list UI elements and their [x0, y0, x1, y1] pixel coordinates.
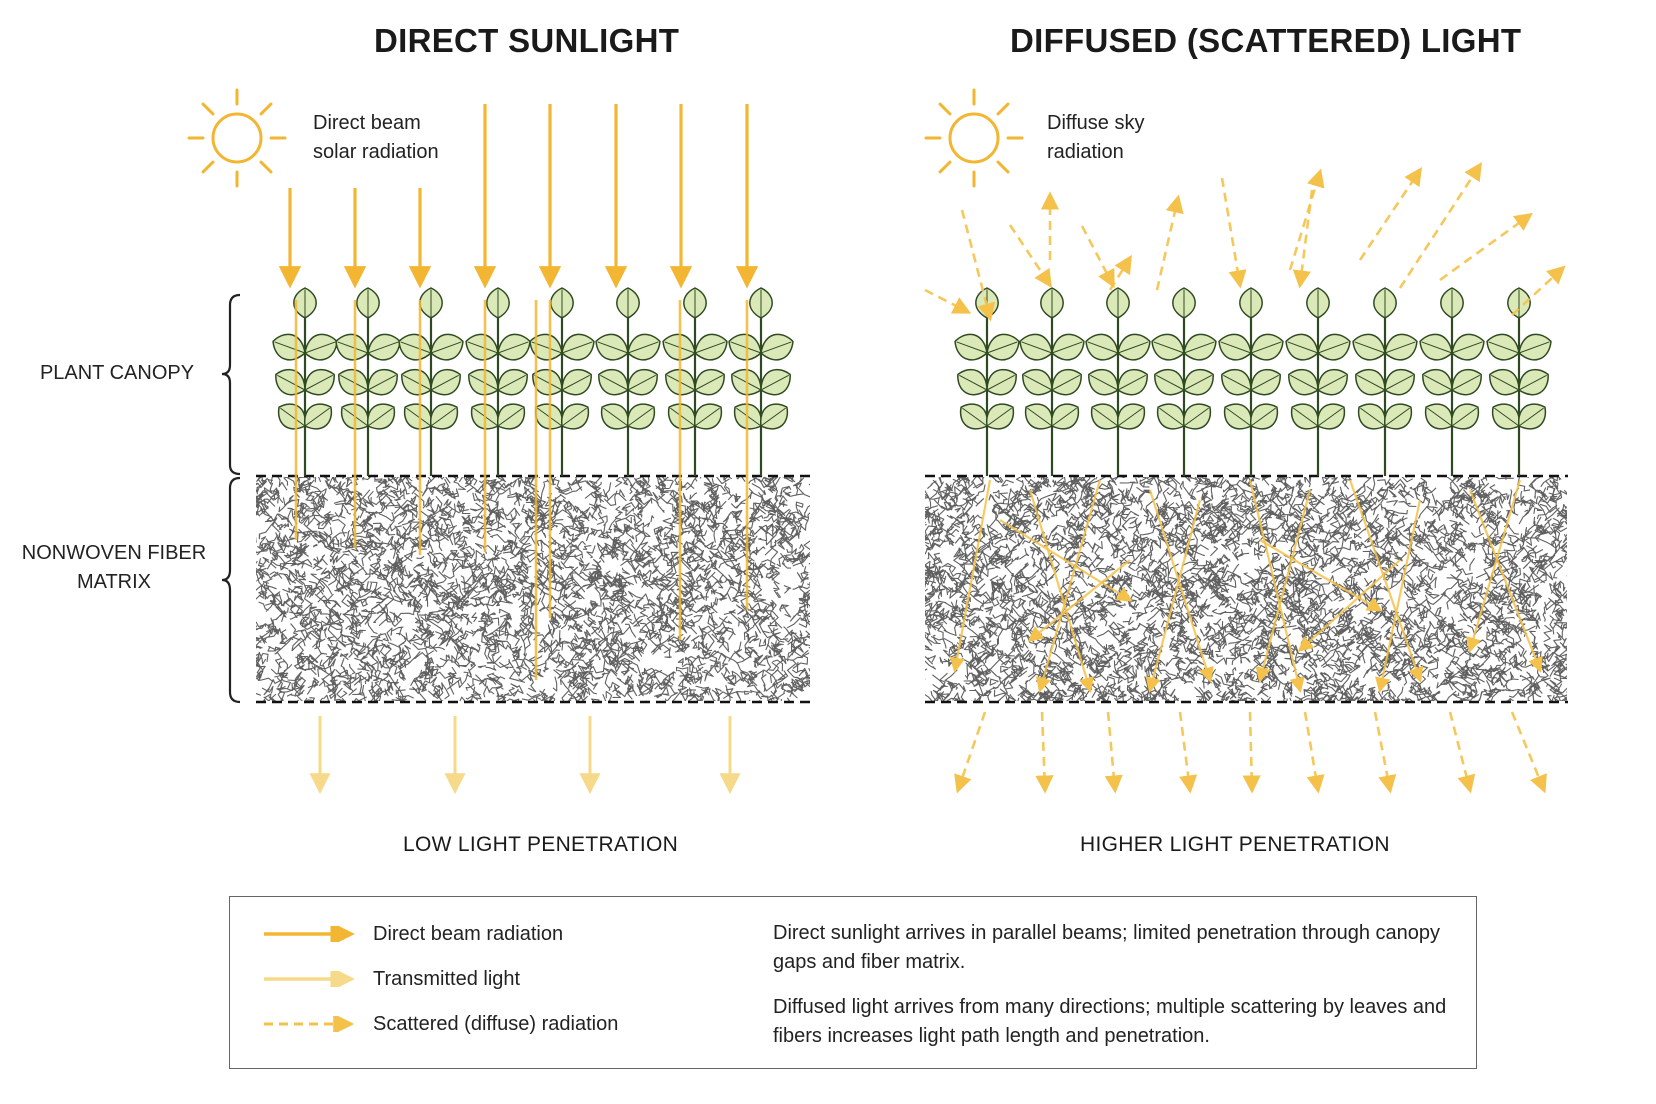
fiber-matrix-direct: [256, 477, 810, 701]
diffuse-sun-label: Diffuse sky radiation: [1047, 112, 1145, 163]
sun-icon: [187, 88, 287, 188]
legend: Direct beam radiation Transmitted light …: [229, 896, 1477, 1069]
layer-boundaries: [256, 474, 1568, 704]
plant-canopy-direct: [272, 287, 794, 476]
matrix-bracket: [221, 476, 241, 704]
legend-label-scattered: Scattered (diffuse) radiation: [373, 1013, 619, 1035]
higher-penetration-label: HIGHER LIGHT PENETRATION: [1080, 833, 1390, 856]
plant-canopy-label: PLANT CANOPY: [39, 362, 195, 384]
direct-beam-rays: [278, 104, 759, 795]
low-penetration-label: LOW LIGHT PENETRATION: [403, 833, 679, 856]
legend-label-direct: Direct beam radiation: [373, 923, 564, 945]
canopy-bracket: [221, 293, 241, 476]
direct-sunlight-title: DIRECT SUNLIGHT: [374, 22, 680, 59]
scattered-swatch: [264, 1016, 355, 1032]
transmitted-swatch: [264, 971, 355, 987]
scattered-rays: [924, 161, 1566, 794]
legend-note-diffused: Diffused light arrives from many directi…: [773, 996, 1447, 1047]
sun-icon: [924, 88, 1024, 188]
direct-sun-label: Direct beam solar radiation: [313, 112, 439, 163]
legend-note-direct: Direct sunlight arrives in parallel beam…: [773, 922, 1441, 973]
direct-beam-swatch: [264, 926, 355, 942]
fiber-matrix-label: NONWOVEN FIBER MATRIX: [21, 542, 207, 593]
plant-canopy-diffused: [954, 287, 1552, 476]
diffused-light-title: DIFFUSED (SCATTERED) LIGHT: [1010, 22, 1522, 59]
legend-label-transmitted: Transmitted light: [373, 968, 521, 990]
